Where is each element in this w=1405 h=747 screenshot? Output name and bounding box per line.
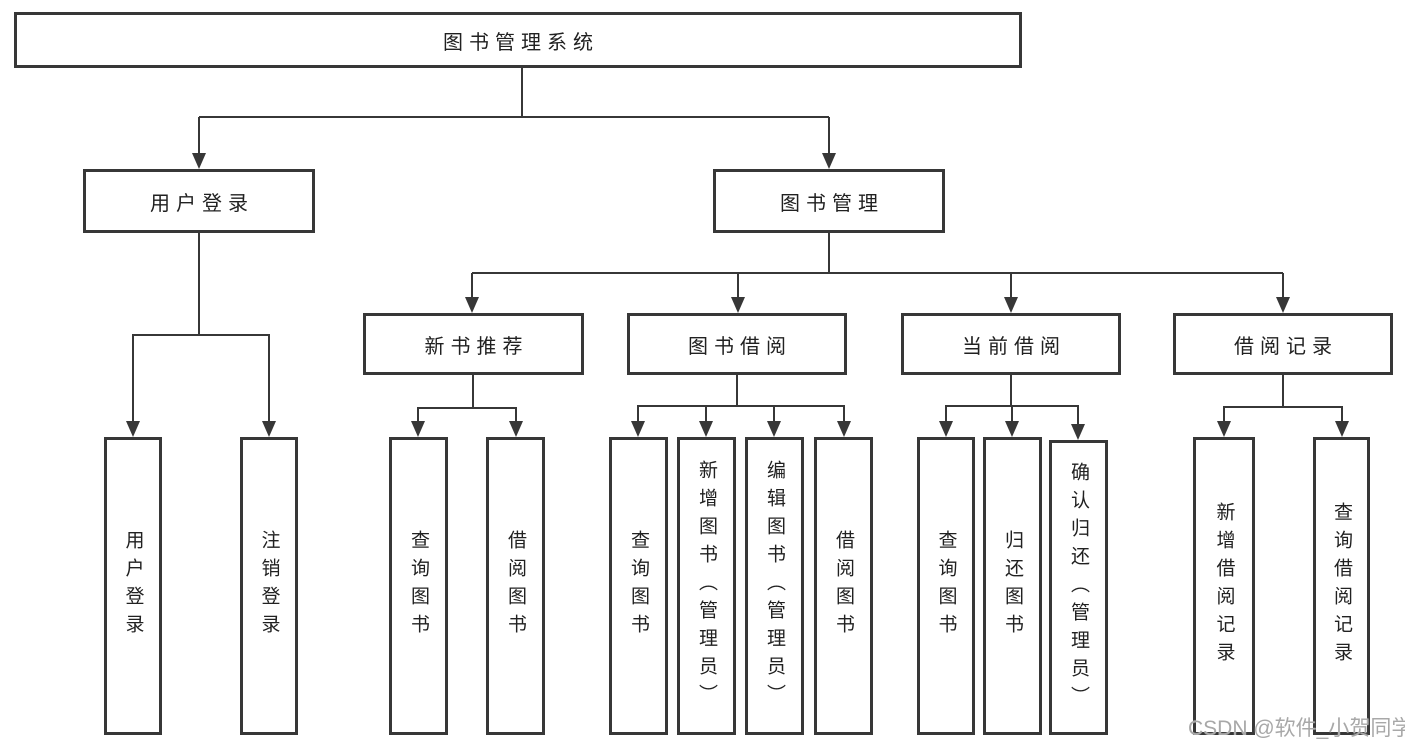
node-recommend-query-books: 查询图书 [389,437,448,735]
node-current-borrow: 当前借阅 [901,313,1121,375]
node-book-management-label: 图书管理 [780,192,884,215]
node-recommend-query-books-label: 查询图书 [408,530,429,642]
node-recommend-borrow-books-label: 借阅图书 [505,530,526,642]
node-edit-book-admin-label: 编辑图书（管理员） [764,460,785,712]
node-borrow-records: 借阅记录 [1173,313,1393,375]
node-logout-leaf-label: 注销登录 [258,530,280,642]
node-confirm-return-admin-label: 确认归还（管理员） [1068,461,1089,714]
node-user-login-leaf-label: 用户登录 [122,530,144,642]
node-query-borrow-record-label: 查询借阅记录 [1331,502,1352,670]
node-user-login: 用户登录 [83,169,315,233]
node-query-borrow-record: 查询借阅记录 [1313,437,1370,735]
node-user-login-leaf: 用户登录 [104,437,162,735]
node-add-borrow-record: 新增借阅记录 [1193,437,1255,735]
node-user-login-label: 用户登录 [150,192,254,215]
node-book-borrow-label: 图书借阅 [688,335,792,358]
node-current-query-books-label: 查询图书 [935,530,957,642]
node-root: 图书管理系统 [14,12,1022,68]
node-book-borrow: 图书借阅 [627,313,847,375]
watermark: CSDN @软件_小贺同学 [1188,717,1405,740]
node-add-book-admin: 新增图书（管理员） [677,437,736,735]
node-logout-leaf: 注销登录 [240,437,298,735]
node-borrow-books-leaf-label: 借阅图书 [833,530,854,642]
node-return-book-label: 归还图书 [1002,530,1023,642]
node-recommend-borrow-books: 借阅图书 [486,437,545,735]
node-add-book-admin-label: 新增图书（管理员） [696,460,717,712]
node-confirm-return-admin: 确认归还（管理员） [1049,440,1108,735]
tree-edges [132,68,1343,427]
node-current-query-books: 查询图书 [917,437,975,735]
node-root-label: 图书管理系统 [443,31,599,54]
arrowhead-icons [126,153,1349,440]
node-return-book: 归还图书 [983,437,1042,735]
node-edit-book-admin: 编辑图书（管理员） [745,437,804,735]
node-borrow-query-books: 查询图书 [609,437,668,735]
node-new-book-recommend: 新书推荐 [363,313,584,375]
node-borrow-records-label: 借阅记录 [1234,335,1338,358]
node-add-borrow-record-label: 新增借阅记录 [1213,502,1235,670]
node-new-book-recommend-label: 新书推荐 [424,335,529,358]
node-borrow-query-books-label: 查询图书 [628,530,649,642]
node-current-borrow-label: 当前借阅 [962,335,1066,358]
node-book-management: 图书管理 [713,169,945,233]
node-borrow-books-leaf: 借阅图书 [814,437,873,735]
